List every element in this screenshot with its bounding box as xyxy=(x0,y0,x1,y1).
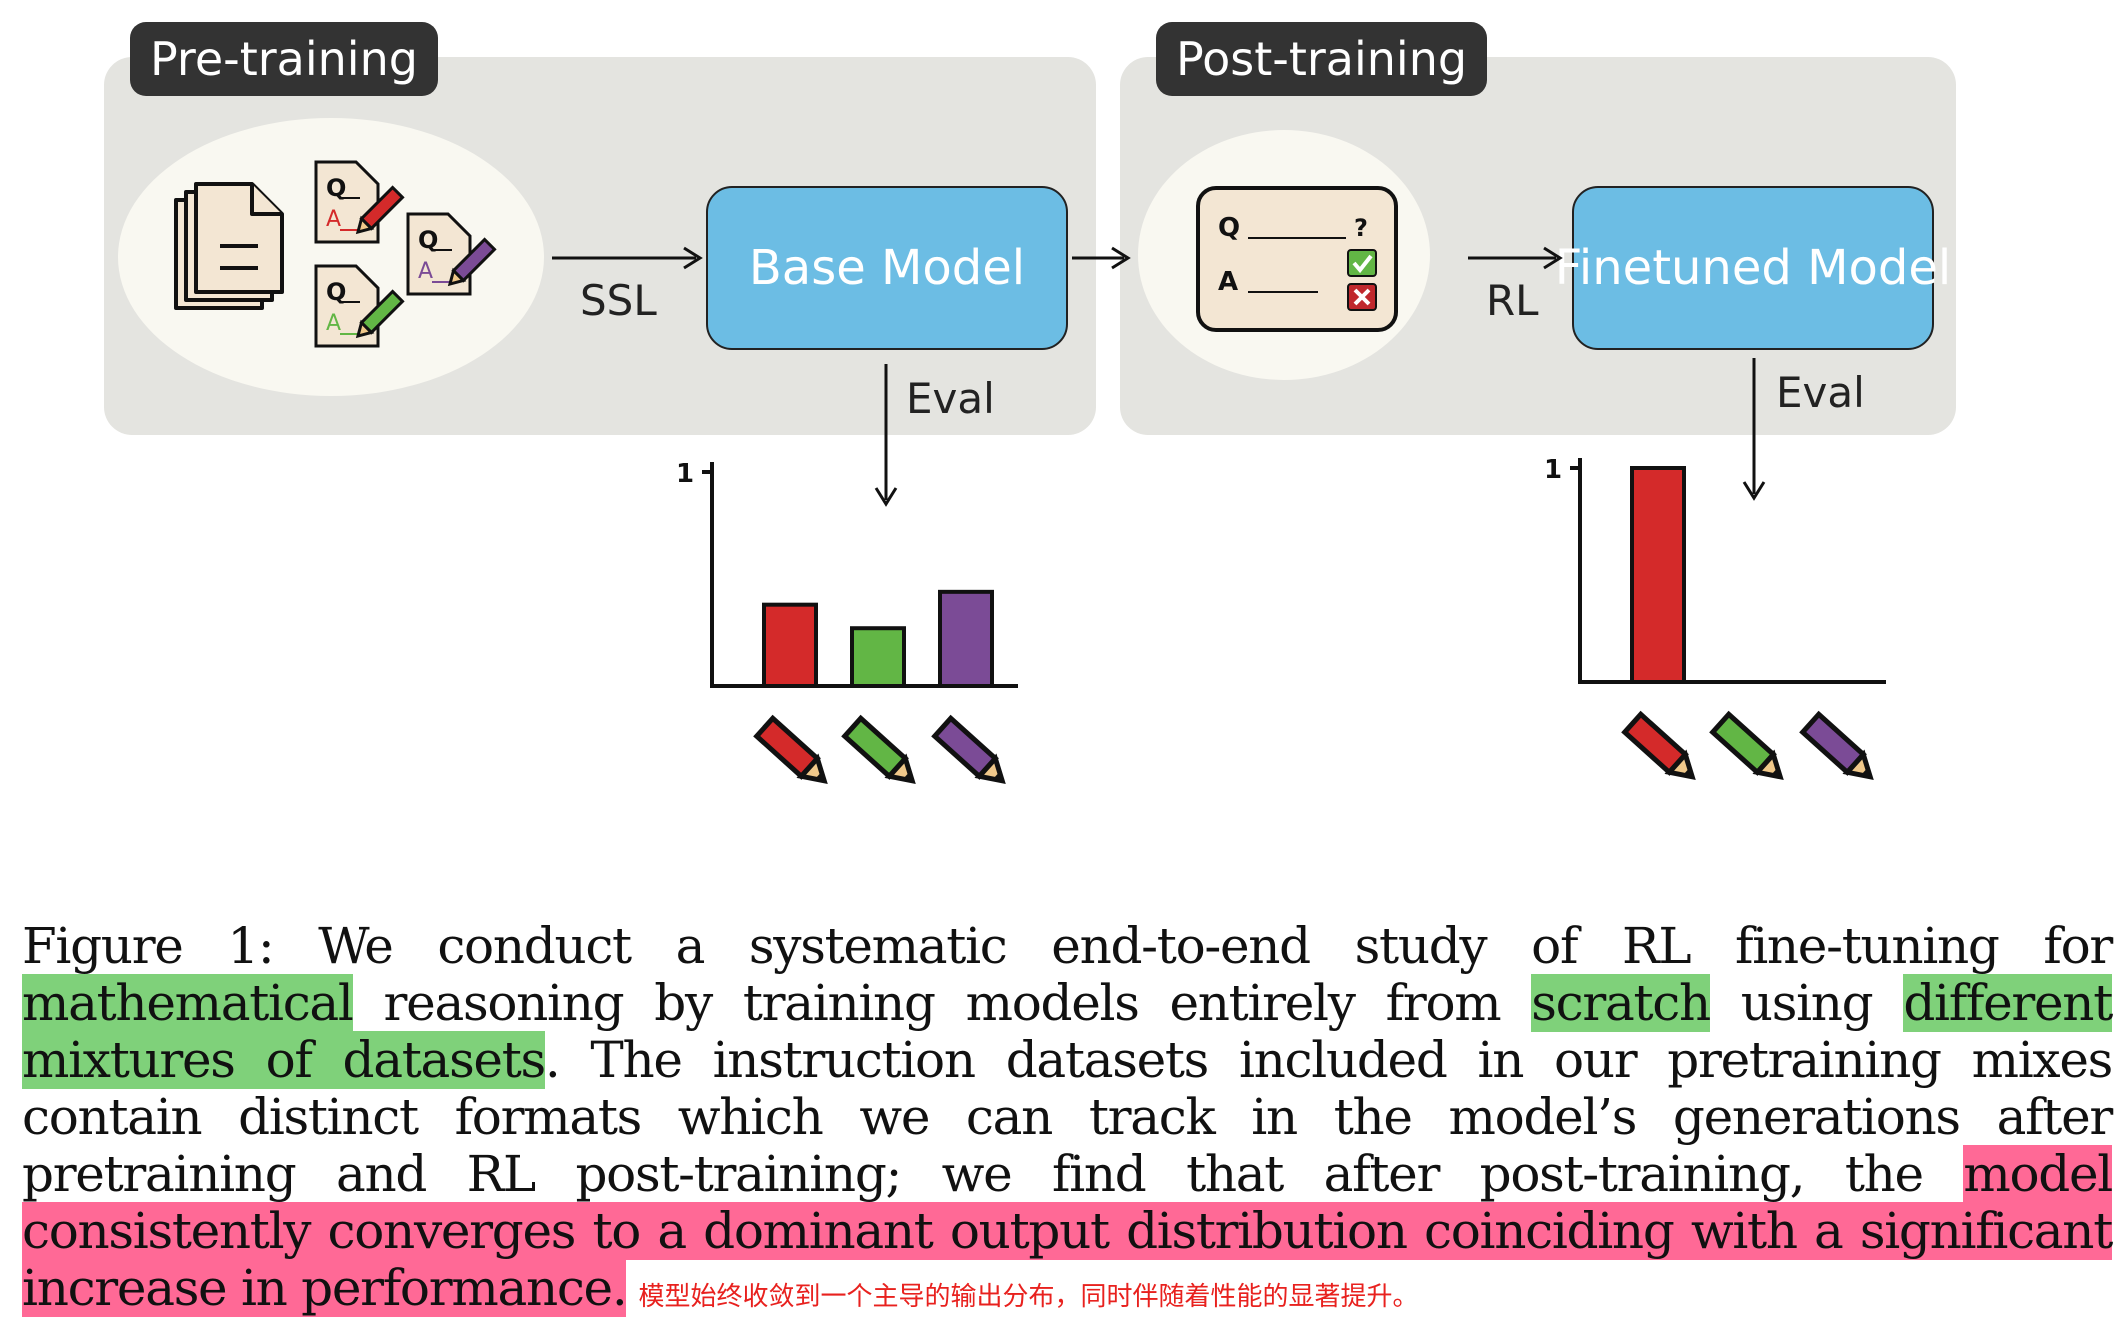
caption-text: using xyxy=(1709,974,1904,1032)
purple-pencil-icon xyxy=(931,714,1006,785)
posttraining-tag: Post-training xyxy=(1156,22,1488,96)
green-pencil-icon xyxy=(841,714,916,785)
figure-caption: Figure 1: We conduct a systematic end-to… xyxy=(22,917,2113,1326)
card-question-mark: ? xyxy=(1354,214,1368,242)
purple-pencil-icon xyxy=(1799,710,1874,781)
chart-2-bars xyxy=(1630,466,1686,684)
check-icon xyxy=(1347,249,1377,277)
caption-highlight-green: mathematical xyxy=(22,974,354,1032)
arrow-to-posttraining xyxy=(1072,246,1131,270)
svg-text:Q: Q xyxy=(326,278,346,306)
bar-red-pencil xyxy=(1630,466,1686,684)
arrow-ssl xyxy=(552,246,703,270)
red-pencil-icon xyxy=(753,714,828,785)
green-pencil-icon xyxy=(1709,710,1784,781)
svg-text:A: A xyxy=(326,311,341,336)
pretraining-tag: Pre-training xyxy=(130,22,438,96)
caption-highlight-green: scratch xyxy=(1531,974,1711,1032)
qa-doc-purple-icon: Q A xyxy=(406,212,497,296)
svg-text:Q: Q xyxy=(418,226,438,254)
red-pencil-icon xyxy=(1621,710,1696,781)
qa-doc-red-icon: Q A xyxy=(314,160,405,244)
finetuned-model-box: Finetuned Model xyxy=(1555,186,1951,350)
ssl-label: SSL xyxy=(580,276,657,325)
bar-red-pencil xyxy=(762,602,818,688)
chart-1-bars xyxy=(762,589,994,689)
caption-text: Figure 1: We conduct a systematic end-to… xyxy=(22,917,2113,975)
qa-doc-green-icon: Q A xyxy=(314,264,405,348)
rl-label: RL xyxy=(1486,276,1539,325)
svg-text:A: A xyxy=(326,207,341,232)
bar-purple-pencil xyxy=(938,589,994,689)
card-a-label: A xyxy=(1218,267,1238,297)
document-stack-icon xyxy=(174,182,284,310)
base-model-box: Base Model xyxy=(706,186,1068,350)
eval-label: Eval xyxy=(1776,368,1865,417)
chart-2-axes: 1 xyxy=(1544,455,1886,684)
chart-1-ytick: 1 xyxy=(676,459,694,489)
diagram-graphics: Q A Q A Q A Q ? A xyxy=(174,160,1886,785)
caption-text: . The instruction datasets included in o… xyxy=(22,1031,2113,1203)
card-q-label: Q xyxy=(1218,213,1240,243)
arrow-eval xyxy=(1742,358,1766,501)
arrow-eval xyxy=(874,364,898,507)
chart-2-ytick: 1 xyxy=(1544,455,1562,485)
translation-note: 模型始终收敛到一个主导的输出分布，同时伴随着性能的显著提升。 xyxy=(626,1282,1419,1312)
bar-green-pencil xyxy=(850,626,906,688)
eval-label: Eval xyxy=(906,374,995,423)
qa-card-icon: Q ? A xyxy=(1196,186,1398,332)
svg-text:A: A xyxy=(418,259,433,284)
arrow-rl xyxy=(1468,246,1563,270)
svg-text:Q: Q xyxy=(326,174,346,202)
caption-text: reasoning by training models entirely fr… xyxy=(352,974,1532,1032)
pencil-legend xyxy=(753,710,1874,785)
